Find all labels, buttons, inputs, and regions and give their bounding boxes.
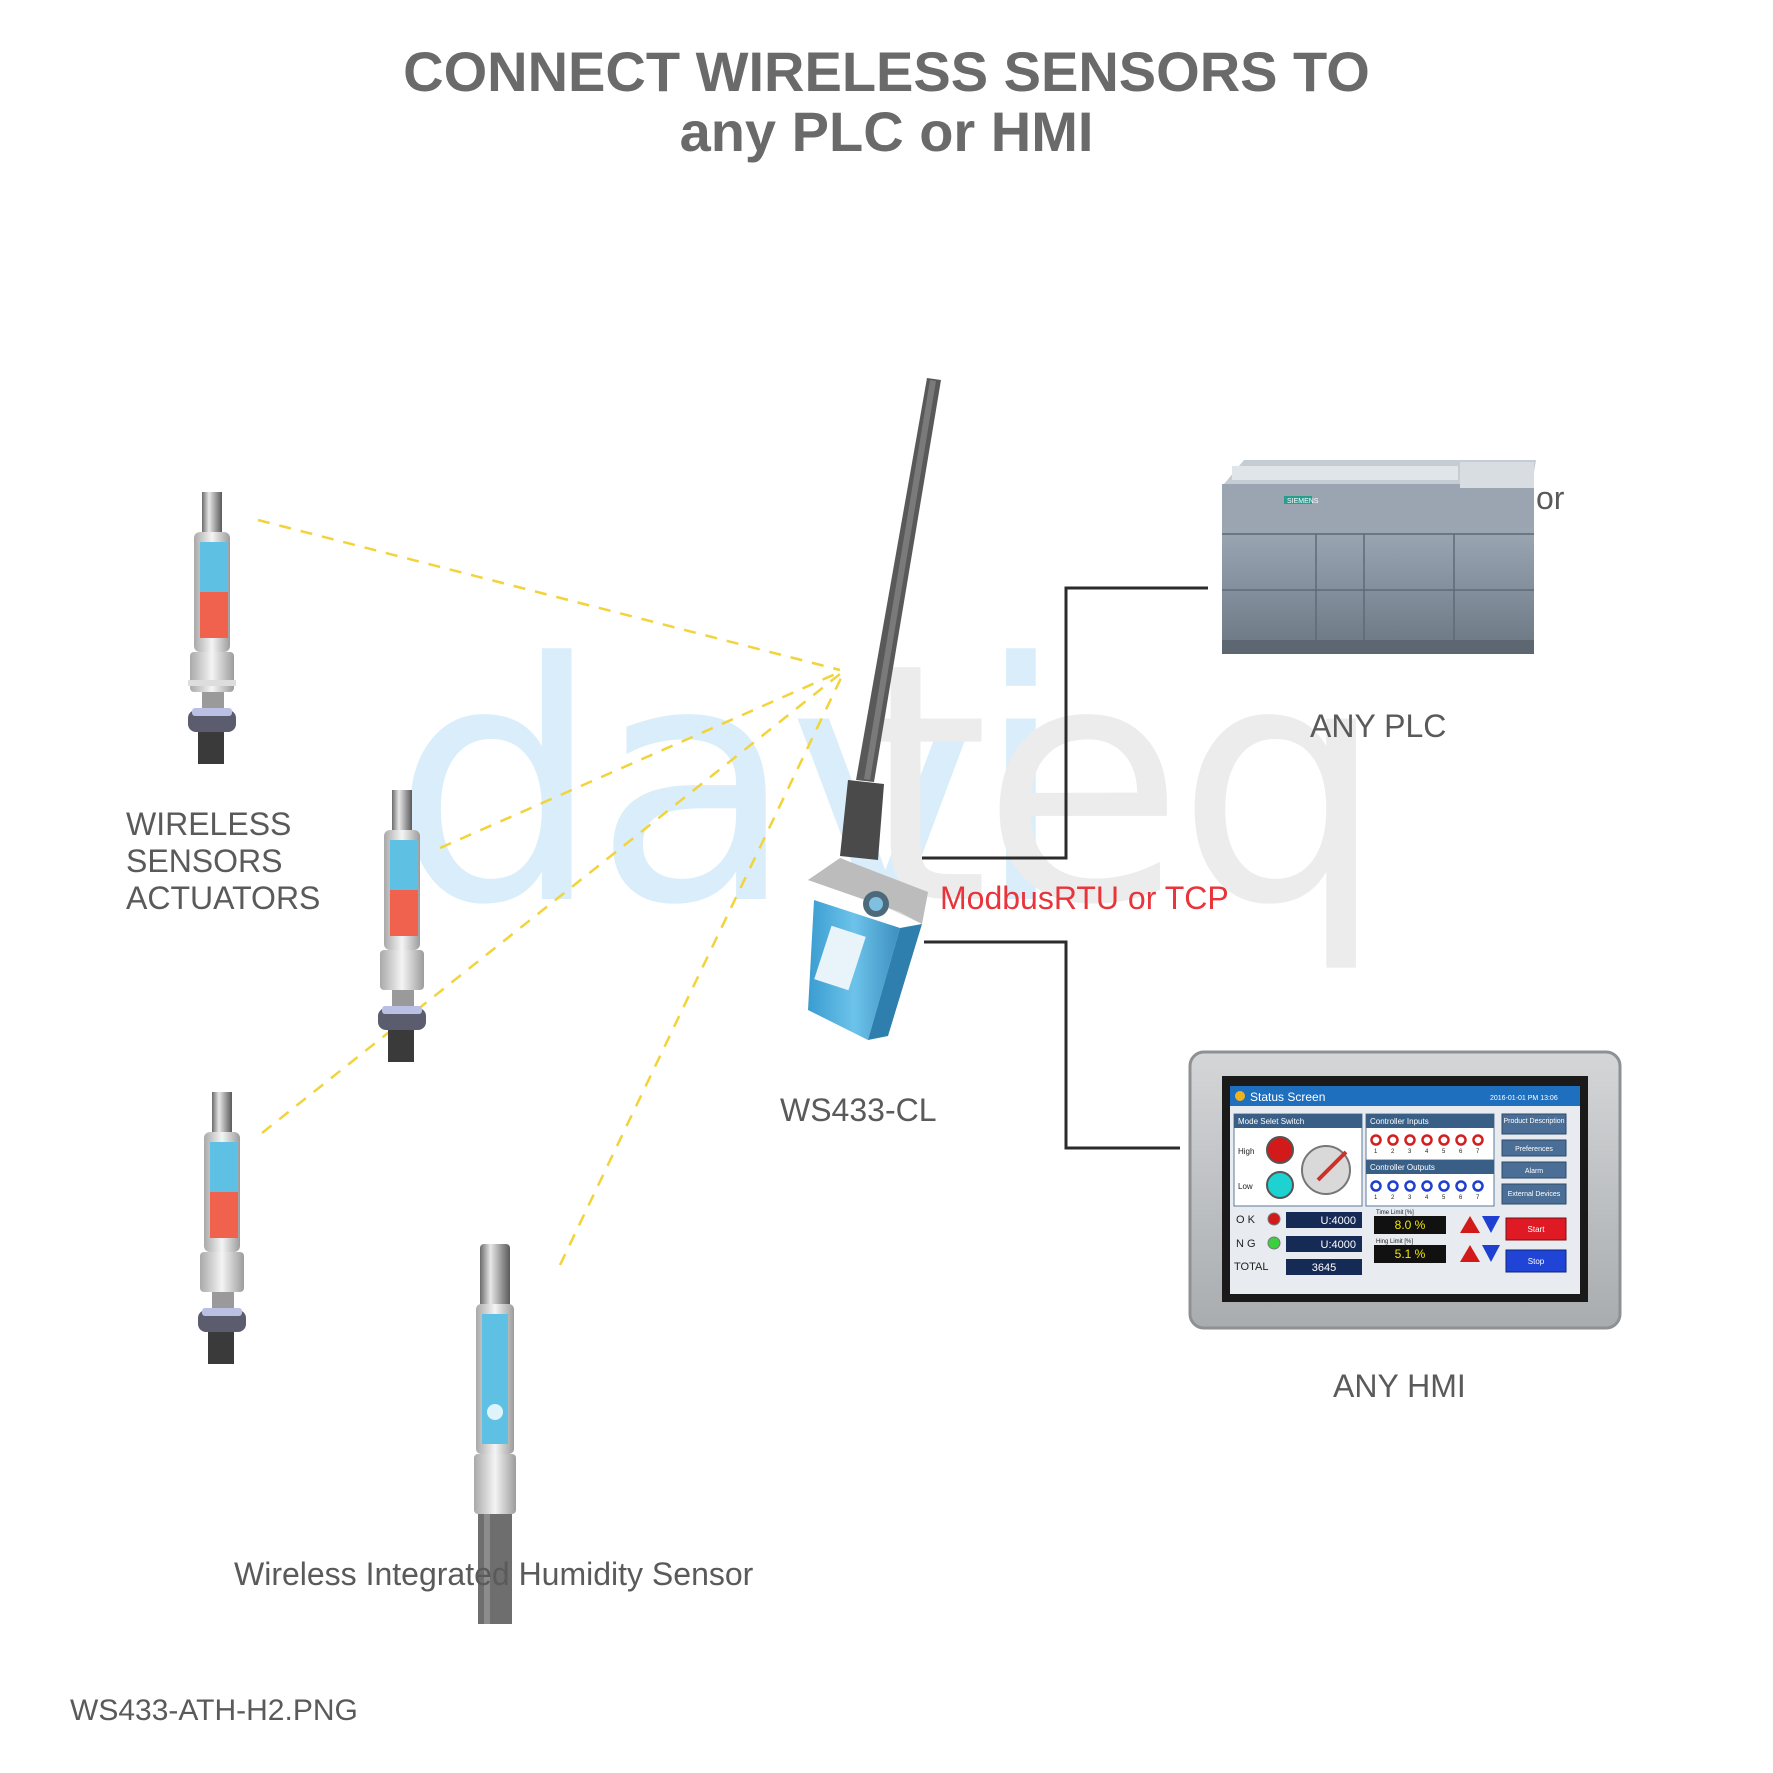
hmi-datetime: 2016-01-01 PM 13:06: [1490, 1095, 1558, 1102]
svg-text:4: 4: [1425, 1195, 1429, 1201]
hmi-controller-outputs: Controller Outputs: [1370, 1163, 1435, 1172]
filename-label: WS433-ATH-H2.PNG: [70, 1694, 358, 1727]
hmi-device: Status Screen 2016-01-01 PM 13:06 Mode S…: [1188, 1050, 1622, 1330]
radio-link-1: [257, 518, 841, 672]
svg-text:6: 6: [1459, 1149, 1463, 1155]
svg-text:7: 7: [1476, 1195, 1480, 1201]
watermark-davi: davi: [392, 593, 1067, 977]
radio-link-3: [261, 673, 841, 1134]
radio-links: [257, 518, 844, 1266]
hmi-counters: O K N G TOTAL U:4000 U:4000 3645: [1234, 1212, 1362, 1275]
svg-text:TOTAL: TOTAL: [1234, 1261, 1268, 1273]
svg-text:1: 1: [1374, 1195, 1378, 1201]
protocol-label: ModbusRTU or TCP: [940, 880, 1229, 916]
svg-text:Start: Start: [1528, 1225, 1546, 1234]
svg-text:N G: N G: [1236, 1238, 1256, 1250]
svg-text:6: 6: [1459, 1195, 1463, 1201]
wireless-sensor-1: [188, 492, 236, 764]
svg-text:External Devices: External Devices: [1508, 1191, 1561, 1198]
wireless-sensors-label-line2: SENSORS: [126, 843, 283, 879]
input-leds: [1370, 1134, 1484, 1146]
svg-text:3: 3: [1408, 1149, 1412, 1155]
wireless-sensors-label-line1: WIRELESS: [126, 806, 292, 842]
svg-text:2: 2: [1391, 1149, 1395, 1155]
svg-text:Product Description: Product Description: [1503, 1118, 1564, 1125]
watermark-teq: teq: [860, 593, 1386, 977]
or-label: or: [1536, 480, 1565, 516]
hmi-label: ANY HMI: [1333, 1368, 1466, 1404]
output-leds: [1370, 1180, 1484, 1192]
page-title-line2: any PLC or HMI: [679, 100, 1094, 163]
svg-text:Preferences: Preferences: [1515, 1146, 1553, 1153]
led-numbers: 1 2 3 4 5 6 7 1 2 3 4 5 6 7: [1374, 1149, 1480, 1201]
hmi-start-stop: Start Stop: [1505, 1217, 1567, 1273]
hmi-high: High: [1238, 1147, 1254, 1156]
hmi-limits: Time Limit [%] 8.0 % Hing Limit [%] 5.1 …: [1374, 1210, 1500, 1263]
wireless-sensor-2: [378, 790, 426, 1062]
svg-text:7: 7: [1476, 1149, 1480, 1155]
svg-text:2: 2: [1391, 1195, 1395, 1201]
wireless-sensor-3: [198, 1092, 246, 1364]
svg-text:5.1 %: 5.1 %: [1395, 1247, 1426, 1261]
svg-text:3: 3: [1408, 1195, 1412, 1201]
page-title-line1: CONNECT WIRELESS SENSORS TO: [403, 40, 1370, 103]
wired-connections: [922, 586, 1208, 1150]
hmi-low: Low: [1238, 1182, 1253, 1191]
svg-text:Time Limit [%]: Time Limit [%]: [1376, 1210, 1414, 1216]
svg-text:U:4000: U:4000: [1321, 1239, 1356, 1251]
svg-text:1: 1: [1374, 1149, 1378, 1155]
wireless-sensors-label-line3: ACTUATORS: [126, 880, 321, 916]
radio-link-4: [558, 675, 844, 1266]
hmi-mode-switch: Mode Selet Switch: [1238, 1117, 1304, 1126]
humidity-sensor: [474, 1244, 516, 1624]
svg-text:4: 4: [1425, 1149, 1429, 1155]
humidity-sensor-label: Wireless Integrated Humidity Sensor: [234, 1556, 754, 1592]
plc-label: ANY PLC: [1310, 708, 1447, 744]
svg-text:5: 5: [1442, 1149, 1446, 1155]
svg-text:5: 5: [1442, 1195, 1446, 1201]
hmi-controller-inputs: Controller Inputs: [1370, 1117, 1429, 1126]
svg-text:U:4000: U:4000: [1321, 1215, 1356, 1227]
wire-to-hmi: [924, 940, 1180, 1150]
gateway-device: [808, 378, 941, 1040]
hmi-side-buttons: Product Description Preferences Alarm Ex…: [1501, 1113, 1567, 1205]
svg-text:Hing Limit [%]: Hing Limit [%]: [1376, 1239, 1413, 1245]
wire-to-plc: [922, 586, 1208, 860]
svg-text:8.0 %: 8.0 %: [1395, 1218, 1426, 1232]
svg-text:O K: O K: [1236, 1214, 1256, 1226]
svg-text:Alarm: Alarm: [1525, 1168, 1543, 1175]
plc-device: SIEMENS: [1222, 460, 1536, 654]
radio-link-2: [439, 670, 841, 850]
plc-brand: SIEMENS: [1287, 498, 1319, 505]
svg-text:Stop: Stop: [1528, 1257, 1545, 1266]
svg-text:3645: 3645: [1312, 1262, 1336, 1274]
hmi-screen-title: Status Screen: [1250, 1090, 1325, 1104]
gateway-label: WS433-CL: [780, 1092, 937, 1128]
